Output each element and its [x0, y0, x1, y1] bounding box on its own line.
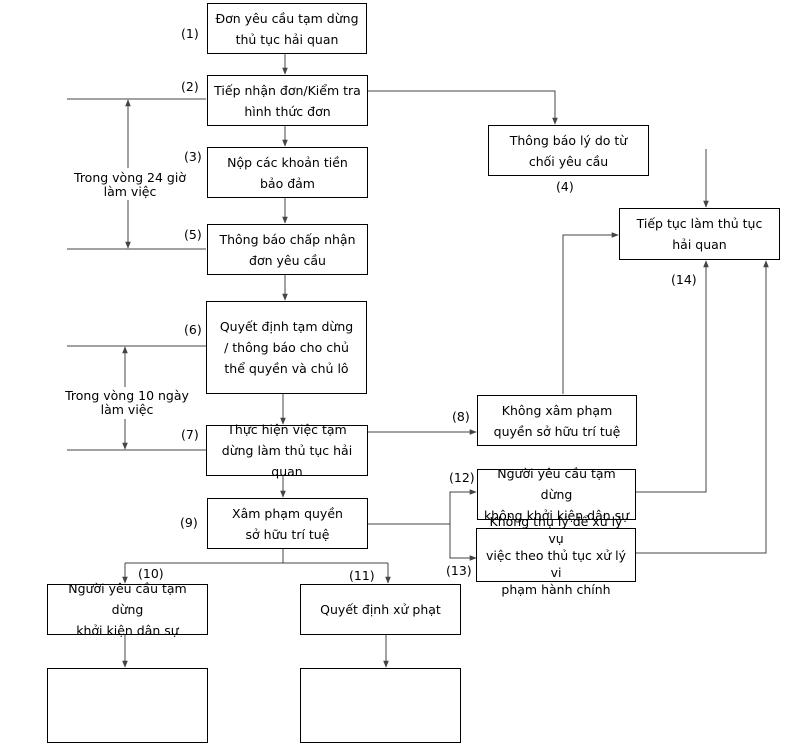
arrow-9-to-13	[449, 524, 477, 561]
step-6-number: (6)	[184, 322, 202, 337]
step-7-box: Thực hiện việc tạm dừng làm thủ tục hải …	[206, 422, 368, 479]
step-5-box: Thông báo chấp nhận đơn yêu cầu	[207, 224, 368, 275]
step-2-text: Tiếp nhận đơn/Kiểm tra hình thức đơn	[214, 82, 361, 119]
step-5-number: (5)	[184, 227, 202, 242]
step-6-box: Quyết định tạm dừng / thông báo cho chủ …	[206, 301, 367, 394]
step-6-text: Quyết định tạm dừng / thông báo cho chủ …	[219, 319, 354, 376]
step-2-box: Tiếp nhận đơn/Kiểm tra hình thức đơn	[207, 75, 368, 126]
step-4-number: (4)	[556, 179, 574, 194]
step-7-text: Thực hiện việc tạm dừng làm thủ tục hải …	[221, 422, 353, 479]
arrow-8-to-14	[562, 232, 619, 394]
step-9-box: Xâm phạm quyền sở hữu trí tuệ	[207, 498, 368, 549]
timeframe-10d-label: Trong vòng 10 ngày làm việc	[62, 389, 192, 417]
step-11-number: (11)	[349, 568, 375, 583]
step-9-number: (9)	[180, 515, 198, 530]
step-13-box: Không thụ lý để xử lý vụ việc theo thủ t…	[476, 514, 636, 597]
step-8-number: (8)	[452, 409, 470, 424]
step-3-box: Nộp các khoản tiền bảo đảm	[207, 147, 368, 198]
step-14-number: (14)	[671, 272, 697, 287]
step-14-text: Tiếp tục làm thủ tục hải quan	[636, 216, 763, 252]
step-12-number: (12)	[449, 470, 475, 485]
step-10-number: (10)	[138, 566, 164, 581]
step-1-number: (1)	[181, 26, 199, 41]
step-8-text: Không xâm phạm quyền sở hữu trí tuệ	[493, 402, 621, 439]
step-2-number: (2)	[181, 79, 199, 94]
blank-box-right	[300, 668, 461, 743]
step-3-text: Nộp các khoản tiền bảo đảm	[227, 154, 348, 191]
step-10-text: Người yêu cầu tạm dừng khởi kiện dân sự	[68, 581, 187, 638]
step-1-box: Đơn yêu cầu tạm dừng thủ tục hải quan	[207, 3, 367, 54]
step-13-number: (13)	[446, 563, 472, 578]
step-13-text: Không thụ lý để xử lý vụ việc theo thủ t…	[485, 513, 627, 597]
blank-box-left	[47, 668, 208, 743]
timeframe-24h-label: Trong vòng 24 giờ làm việc	[70, 171, 190, 199]
arrow-2-to-4	[368, 90, 558, 125]
step-4-text: Thông báo lý do từ chối yêu cầu	[509, 132, 628, 169]
step-12-text: Người yêu cầu tạm dừng không khởi kiện d…	[483, 466, 630, 523]
step-14-box: Tiếp tục làm thủ tục hải quan	[619, 208, 780, 260]
step-4-box: Thông báo lý do từ chối yêu cầu	[488, 125, 649, 176]
step-12-box: Người yêu cầu tạm dừng không khởi kiện d…	[477, 466, 636, 523]
arrow-13-to-14	[635, 260, 769, 554]
step-5-text: Thông báo chấp nhận đơn yêu cầu	[219, 231, 356, 268]
step-3-number: (3)	[184, 149, 202, 164]
step-9-text: Xâm phạm quyền sở hữu trí tuệ	[232, 505, 343, 542]
step-10-box: Người yêu cầu tạm dừng khởi kiện dân sự	[47, 581, 208, 638]
step-8-box: Không xâm phạm quyền sở hữu trí tuệ	[477, 395, 637, 446]
step-7-number: (7)	[181, 427, 199, 442]
arrow-9-to-12	[368, 489, 477, 525]
step-1-text: Đơn yêu cầu tạm dừng thủ tục hải quan	[215, 10, 359, 47]
arrow-12-to-14	[635, 260, 709, 493]
step-11-box: Quyết định xử phạt	[300, 584, 461, 635]
step-11-text: Quyết định xử phạt	[320, 602, 441, 617]
